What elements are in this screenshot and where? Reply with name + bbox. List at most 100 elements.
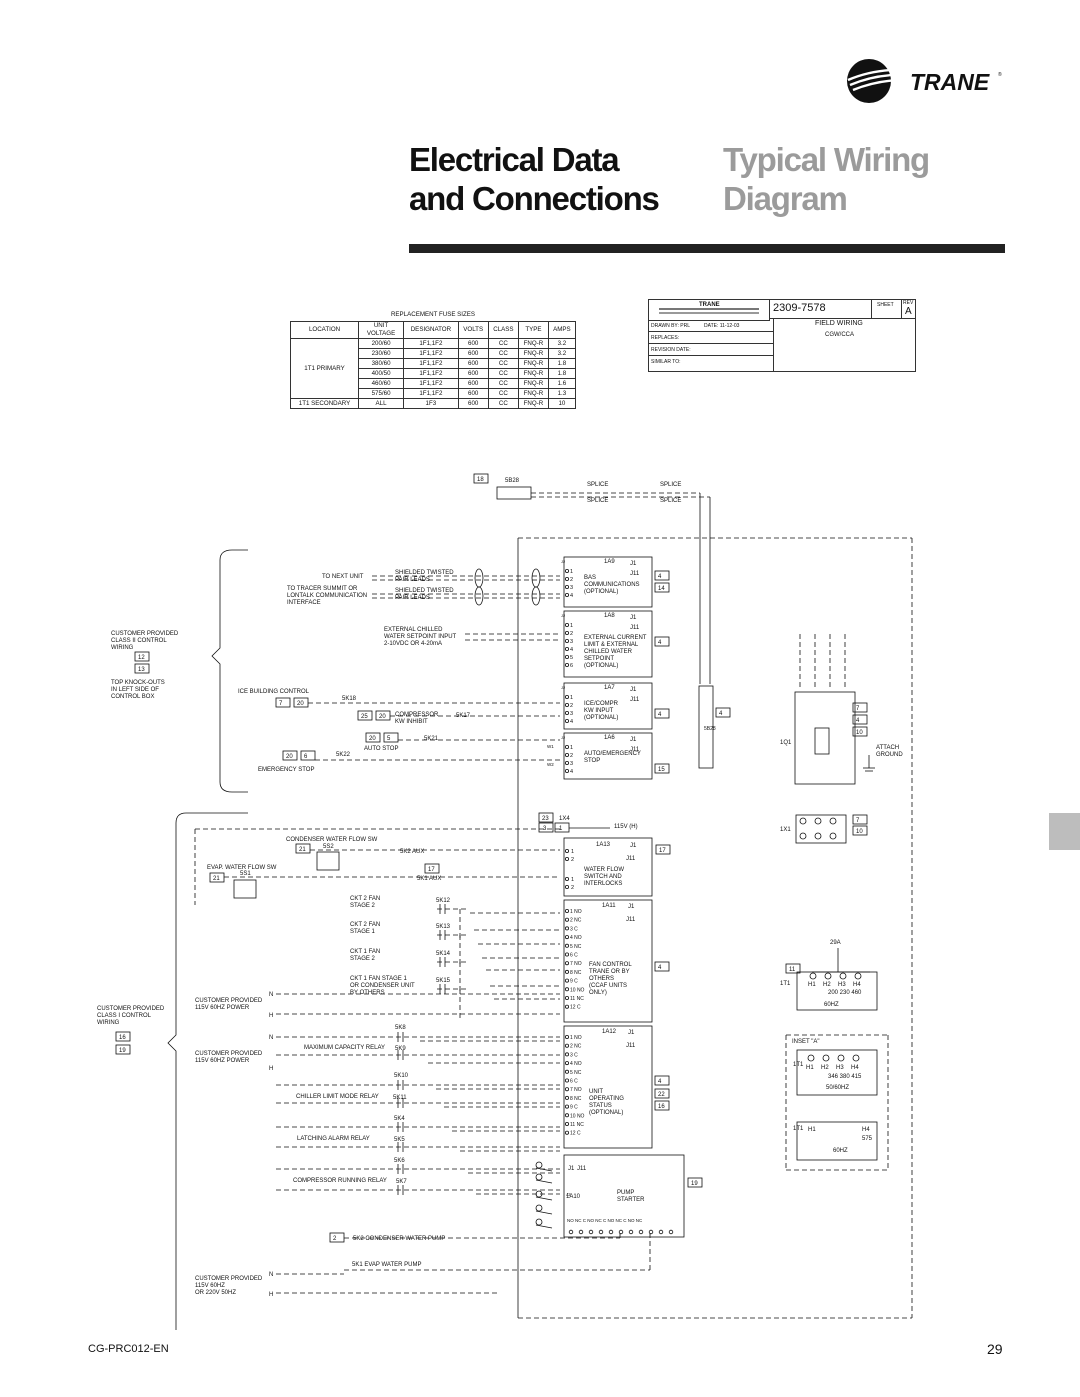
terminal-box-label: 19 <box>119 1048 126 1054</box>
connector-label: J11 <box>626 1043 636 1049</box>
terminal-box-label: 21 <box>213 876 220 882</box>
terminal-icon <box>807 1054 815 1062</box>
ice-building-label: ICE BUILDING CONTROL <box>238 689 310 695</box>
shield-icon <box>474 568 484 588</box>
connector-label: J2 <box>561 685 566 690</box>
module-id-label: 1A6 <box>604 735 615 741</box>
relay-label: 5K6 <box>394 1158 405 1164</box>
terminal-box <box>654 570 670 581</box>
pin-icon <box>564 1035 569 1040</box>
connector-label: J1 <box>630 687 637 693</box>
fuse-cell: 1F1,1F2 <box>403 388 459 399</box>
compressor-kw-label: COMPRESSOR <box>395 712 439 718</box>
connector-label: J1 <box>628 1030 635 1036</box>
terminal-box-label: 4 <box>658 1079 662 1085</box>
shield-icon <box>474 586 484 606</box>
pin-icon <box>564 978 569 983</box>
pump-relay-label: 5K2 CONDENSER WATER PUMP <box>353 1236 445 1242</box>
relay-label: 5K15 <box>436 978 451 984</box>
module-text: (CCAF UNITS <box>589 983 627 989</box>
pin-icon <box>564 943 569 948</box>
terminal-icon <box>852 1054 860 1062</box>
pin-label: 3 C <box>570 926 578 932</box>
fuse-header-cell: LOCATION <box>289 321 360 339</box>
pin-icon <box>658 1229 664 1235</box>
h-label: H1 <box>808 982 816 988</box>
connector-label: J11 <box>630 625 640 631</box>
terminal-box-label: 7 <box>856 706 860 712</box>
connector-label: J1 <box>630 615 637 621</box>
external-chilled-label: EXTERNAL CHILLED <box>384 627 443 633</box>
terminal-box <box>654 708 670 719</box>
fuse-cell: FNQ-R <box>518 358 549 369</box>
customer-power-label: CUSTOMER PROVIDED <box>195 1051 263 1057</box>
terminal-box <box>654 1075 670 1086</box>
terminal-box-label: 17 <box>659 848 666 854</box>
module-id-label: 1A10 <box>566 1194 581 1200</box>
module-text: AUTO/EMERGENCY <box>584 751 641 757</box>
transformer-1t1 <box>796 971 878 1011</box>
connector-label: J2 <box>561 735 566 740</box>
terminal-box <box>383 732 399 743</box>
pin-icon <box>564 702 569 707</box>
flow-switch-icon <box>316 851 340 871</box>
pin-label: 2 <box>570 577 573 583</box>
t1-label: 1T1 <box>793 1062 804 1068</box>
connector-label: J11 <box>630 747 640 753</box>
fuse-header-cell: VOLTS <box>457 321 489 339</box>
terminal-box <box>654 961 670 972</box>
fan-label: BY OTHERS <box>350 990 385 996</box>
pin-icon <box>638 1229 644 1235</box>
ground-fault-icon <box>535 1190 543 1198</box>
module-text: KW INPUT <box>584 708 614 714</box>
pin-label: 1 NO <box>570 909 582 915</box>
terminal-box <box>852 726 868 737</box>
terminal-box <box>654 1100 670 1111</box>
pin-label: 10 NO <box>570 987 585 993</box>
page-number: 29 <box>987 1341 1003 1357</box>
terminal-box <box>654 636 670 647</box>
module-text: SWITCH AND <box>584 874 622 880</box>
pin-icon <box>564 1113 569 1118</box>
terminal-box-label: 6 <box>304 754 308 760</box>
evap-flow-label: EVAP. WATER FLOW SW <box>207 865 277 871</box>
terminal-icon <box>814 832 822 840</box>
pin-icon <box>564 876 569 881</box>
pin-label: 3 <box>570 711 573 717</box>
terminal-box <box>134 663 150 674</box>
module-a12 <box>563 1025 653 1149</box>
hz-label: 50/60HZ <box>826 1085 849 1091</box>
pin-label: 5 <box>570 655 573 661</box>
ground-fault-icon <box>535 1173 543 1181</box>
relay-label: 5K5 <box>394 1137 405 1143</box>
inset-label: INSET "A" <box>792 1039 820 1045</box>
connector-label: J1 <box>630 843 637 849</box>
pin-label: 2 <box>570 631 573 637</box>
terminal-icon <box>829 832 837 840</box>
pin-label: 9 C <box>570 1105 578 1111</box>
fuse-cell: 1F1,1F2 <box>403 368 459 379</box>
pin-label: 5 NC <box>570 1070 582 1076</box>
relay-label: 5K13 <box>436 924 451 930</box>
title-right-line1: Typical Wiring <box>723 141 930 178</box>
fuse-table-header: LOCATION UNIT VOLTAGE DESIGNATOR VOLTS C… <box>289 321 577 339</box>
relay-label: 5K14 <box>436 951 451 957</box>
29a-label: 29A <box>830 940 841 946</box>
module-text: BAS <box>584 575 596 581</box>
terminal-icon <box>854 972 862 980</box>
terminal-box-label: 1 <box>559 826 563 832</box>
fuse-header-cell: TYPE <box>518 321 549 339</box>
module-text: UNIT <box>589 1089 603 1095</box>
terminal-icon <box>829 817 837 825</box>
fuse-cell: 1F1,1F2 <box>403 358 459 369</box>
pin-icon <box>564 856 569 861</box>
to-tracer-label: LONTALK COMMUNICATION <box>287 593 367 599</box>
pin-label: 4 <box>570 719 573 725</box>
module-text: SETPOINT <box>584 656 614 662</box>
pin-label: 3 <box>570 761 573 767</box>
knockouts-label: CONTROL BOX <box>111 694 154 700</box>
terminal-box-label: 25 <box>361 714 368 720</box>
sensor-label: 5B28 <box>505 478 520 484</box>
pin-label: 2 <box>571 885 574 891</box>
module-a13 <box>563 837 653 897</box>
